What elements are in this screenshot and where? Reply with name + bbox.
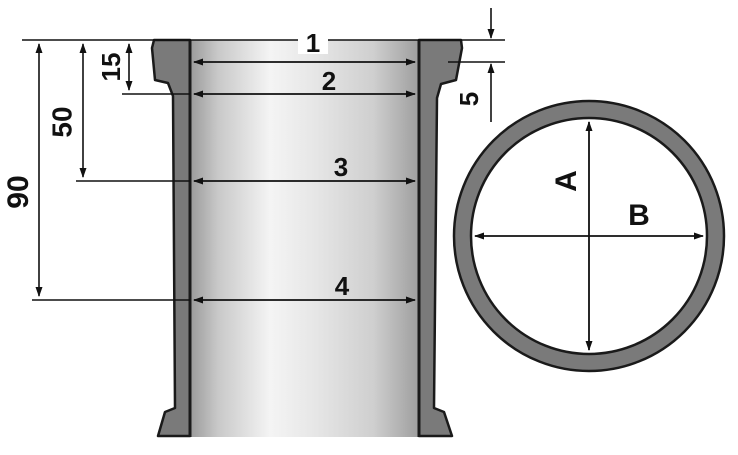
liner-cross-section: A B	[452, 99, 726, 373]
label-3: 3	[334, 152, 348, 182]
label-1: 1	[306, 28, 320, 58]
liner-left-wall	[150, 38, 192, 438]
label-b: B	[628, 199, 650, 232]
label-5: 5	[454, 92, 484, 106]
bore-measurements	[193, 58, 416, 304]
label-4: 4	[335, 271, 350, 301]
liner-side-view	[150, 38, 464, 438]
label-15: 15	[96, 53, 126, 82]
liner-right-wall	[417, 38, 464, 438]
label-50: 50	[46, 106, 77, 137]
reference-lines	[22, 39, 505, 301]
label-1-backing	[298, 28, 328, 54]
depth-labels: 15 50 90 5	[2, 53, 484, 209]
depth-dimensions	[35, 8, 495, 297]
label-90: 90	[2, 175, 35, 208]
measure-labels: 1 2 3 4	[298, 28, 350, 301]
label-2: 2	[322, 66, 336, 96]
liner-bore	[190, 40, 419, 437]
label-a: A	[550, 170, 583, 192]
